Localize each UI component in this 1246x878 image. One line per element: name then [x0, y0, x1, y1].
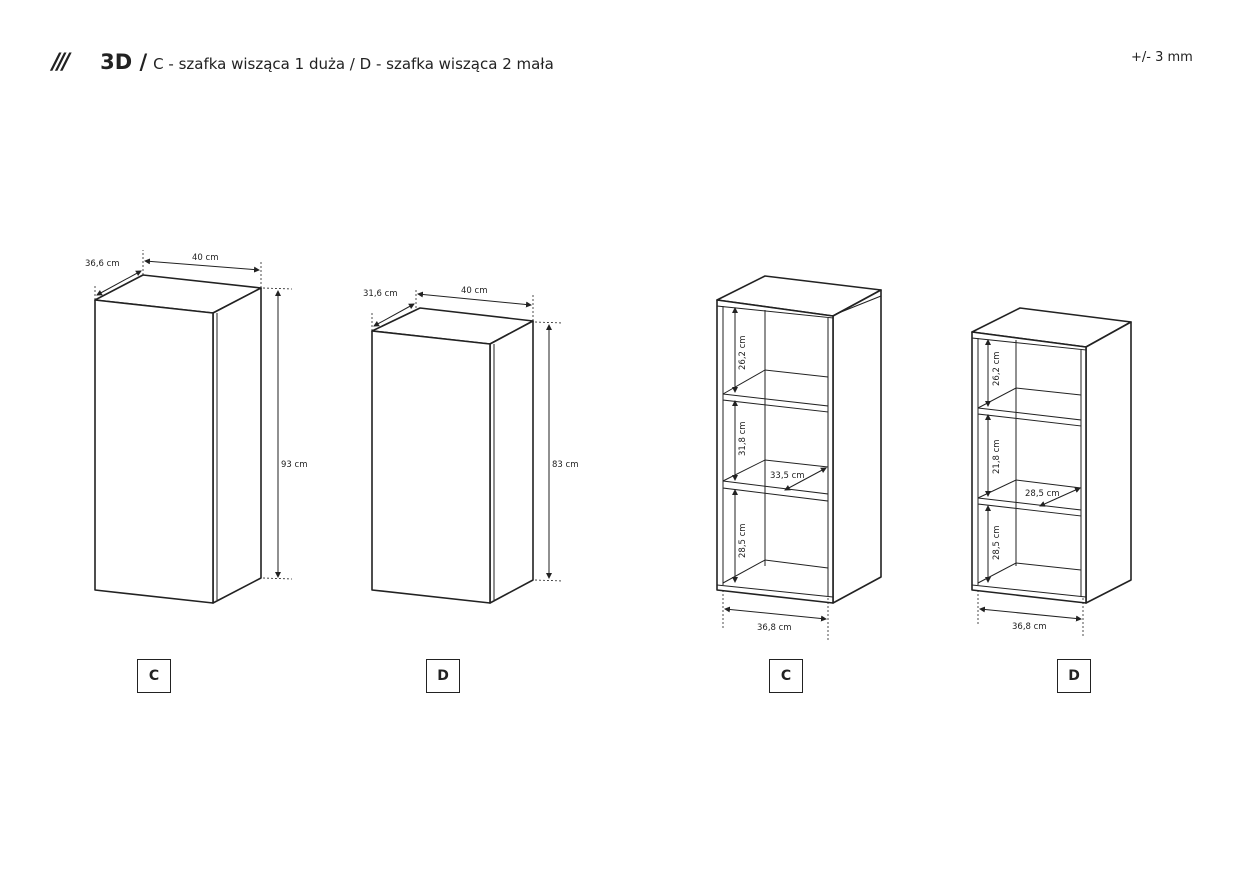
depth-label: 36,6 cm — [85, 259, 120, 269]
width-label: 40 cm — [461, 286, 487, 296]
label-c-open: C — [769, 659, 803, 693]
shelf-height-1: 26,2 cm — [738, 335, 748, 370]
depth-label: 31,6 cm — [363, 289, 398, 299]
shelf-height-2: 21,8 cm — [992, 439, 1002, 474]
width-label: 36,8 cm — [757, 623, 792, 633]
shelf-height-2: 31,8 cm — [738, 421, 748, 456]
width-label: 36,8 cm — [1012, 622, 1047, 632]
closed-cabinet-d: 31,6 cm 40 cm 83 cm — [363, 286, 578, 604]
page-subtitle: C - szafka wisząca 1 duża / D - szafka w… — [153, 55, 554, 73]
height-label: 83 cm — [552, 460, 578, 470]
shelf-height-3: 28,5 cm — [992, 525, 1002, 560]
brand-logo: /// — [52, 50, 70, 75]
label-d-open: D — [1057, 659, 1091, 693]
header: /// 3D / C - szafka wisząca 1 duża / D -… — [52, 50, 554, 75]
depth-label: 28,5 cm — [1025, 489, 1060, 499]
width-label: 40 cm — [192, 253, 218, 263]
label-d-closed: D — [426, 659, 460, 693]
depth-label: 33,5 cm — [770, 471, 805, 481]
open-shelf-d: 26,2 cm 21,8 cm 28,5 cm 28,5 cm 36,8 cm — [971, 307, 1132, 638]
height-label: 93 cm — [281, 460, 307, 470]
closed-cabinet-c: 36,6 cm 40 cm 93 cm — [85, 250, 307, 604]
open-shelf-c: 26,2 cm 31,8 cm 28,5 cm 33,5 cm 36,8 cm — [716, 275, 882, 640]
shelf-height-3: 28,5 cm — [738, 523, 748, 558]
tolerance-note: +/- 3 mm — [1131, 50, 1193, 65]
label-c-closed: C — [137, 659, 171, 693]
page-title: 3D / — [100, 50, 148, 74]
shelf-height-1: 26,2 cm — [992, 351, 1002, 386]
